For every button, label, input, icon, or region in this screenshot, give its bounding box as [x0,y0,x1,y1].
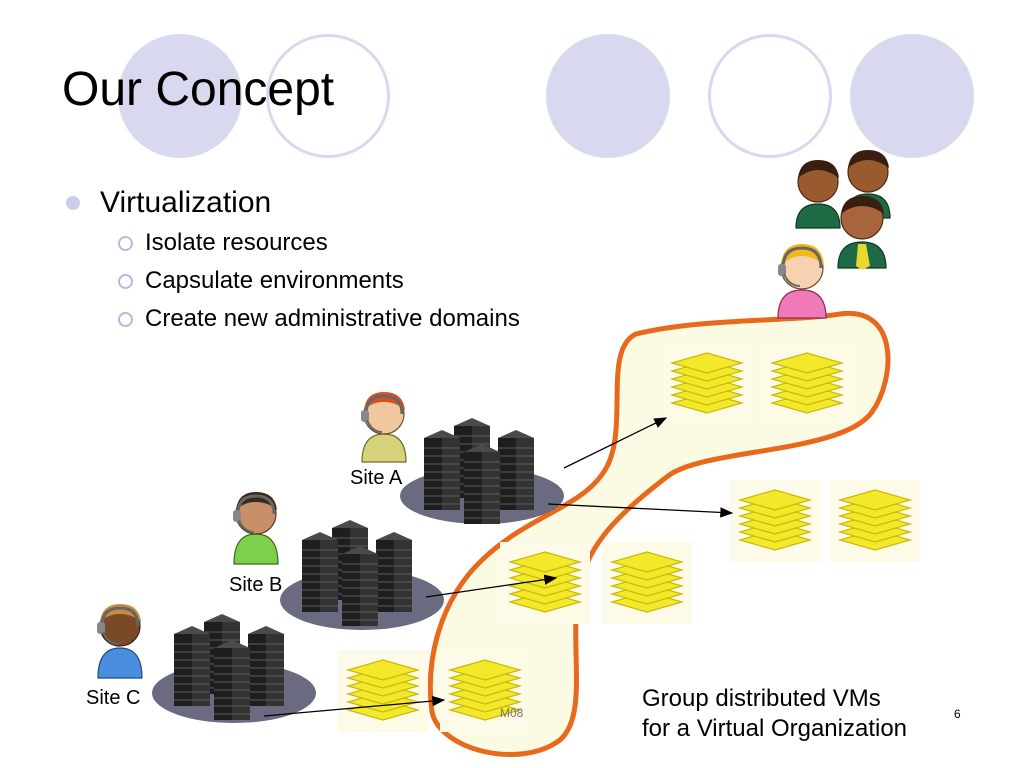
user-headset-icon [97,604,143,679]
sub-bullet-domains: Create new administrative domains [118,305,520,333]
vm-stack-icon [499,541,591,625]
slide-number: 6 [954,707,961,721]
decor-circle-1 [118,34,242,158]
sub-bullet-text: Create new administrative domains [145,305,520,332]
vm-stack-icon [337,649,429,733]
arrow-icon [263,695,446,717]
vm-stack-icon [829,479,921,563]
user-headset-icon [233,492,279,565]
users-group-icon [777,150,891,319]
decor-circle-2 [266,34,390,158]
slide-title: Our Concept [62,63,335,116]
arrow-icon [563,417,668,469]
vm-stack-icon [761,342,853,426]
bullet-ring-icon [118,235,133,251]
site-b-label: Site B [229,574,283,596]
decor-circle-5 [850,34,974,158]
vm-stack-icon [729,479,821,563]
bullet-text: Virtualization [100,186,272,219]
server-cluster-icon [174,614,284,720]
vm-stack-icon [661,342,753,426]
decor-circle-3 [546,34,670,158]
bullet-ring-icon [118,273,133,289]
server-cluster-icon [424,418,534,524]
caption-line-1: Group distributed VMs [642,685,881,712]
bullet-virtualization: Virtualization [66,186,271,220]
site-c-label: Site C [86,687,141,709]
sub-bullet-capsulate: Capsulate environments [118,267,404,295]
user-headset-icon [361,392,407,463]
caption-line-2: for a Virtual Organization [642,715,908,742]
diagram-caption: Group distributed VMs for a Virtual Orga… [642,684,907,744]
vm-stack-icon [601,541,693,625]
arrow-icon [547,503,734,518]
server-cluster-icon [302,520,412,626]
sub-bullet-text: Isolate resources [145,229,328,256]
bullet-dot-icon [66,196,80,210]
arrow-icon [425,574,558,598]
sub-bullet-text: Capsulate environments [145,267,404,294]
site-a-label: Site A [350,467,403,489]
footer-mark: M08 [500,706,524,720]
decor-circle-4 [708,34,832,158]
bullet-ring-icon [118,311,133,327]
sub-bullet-isolate: Isolate resources [118,229,328,257]
